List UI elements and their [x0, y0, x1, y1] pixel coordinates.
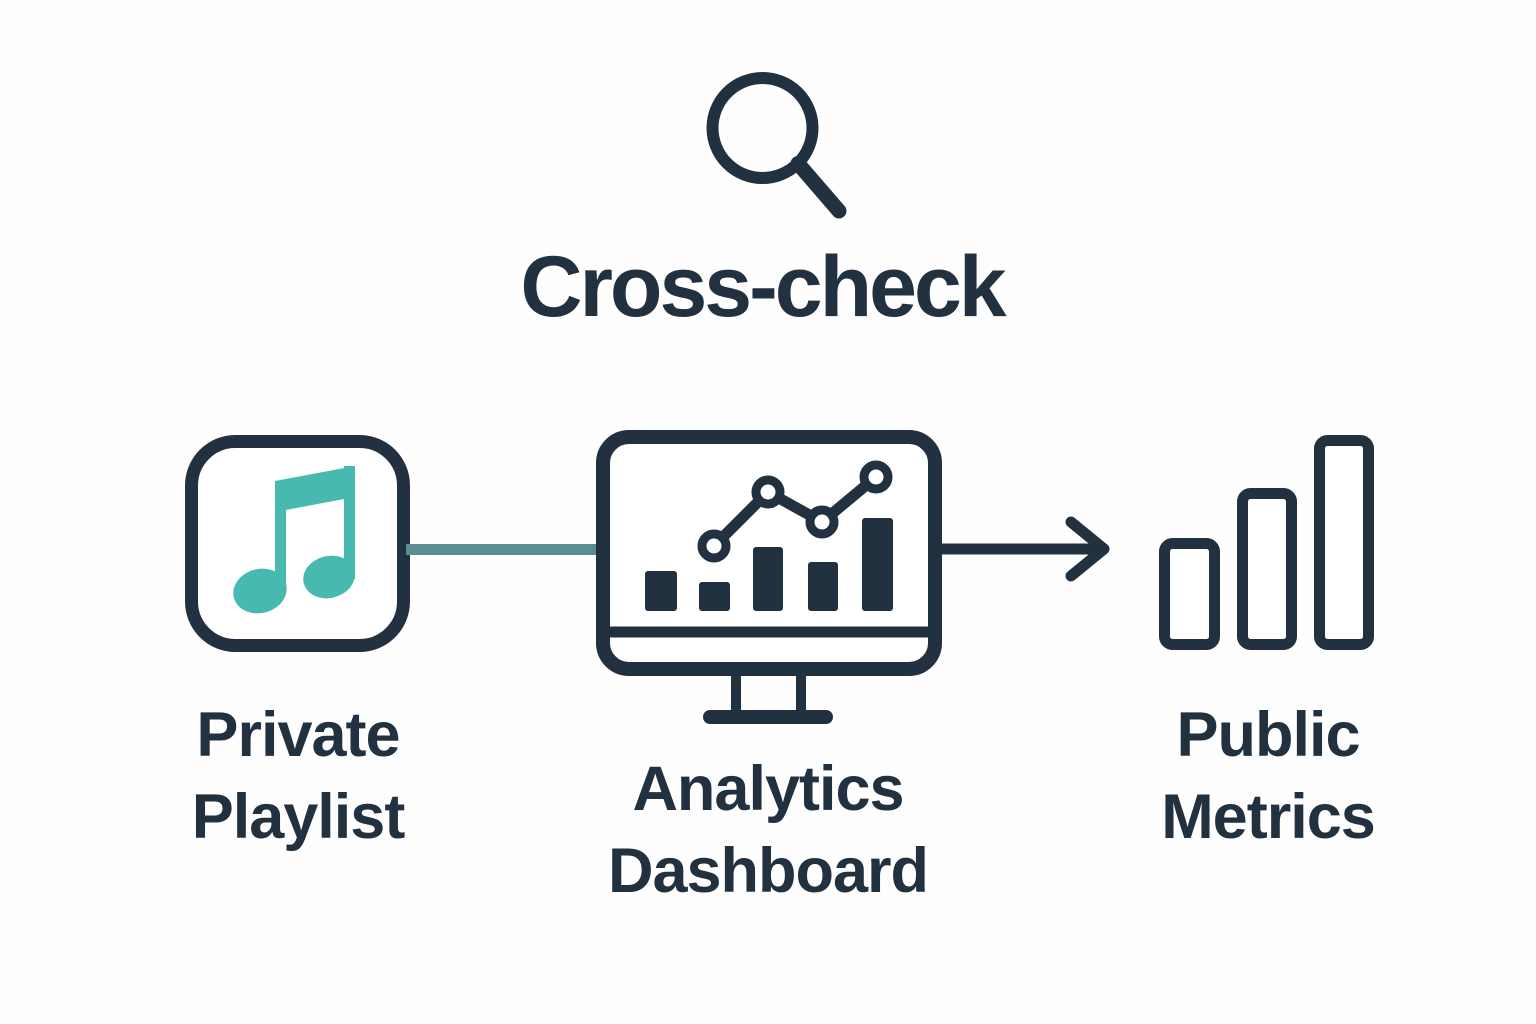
label-public-metrics: Public Metrics	[1068, 694, 1468, 858]
music-note-glyph	[233, 466, 355, 614]
screen-trend-line	[697, 460, 893, 563]
label-line: Private	[196, 700, 400, 770]
label-private-playlist: Private Playlist	[98, 694, 498, 858]
connector-playlist-to-dashboard	[406, 544, 598, 555]
label-line: Metrics	[1161, 782, 1376, 852]
diagram-title: Cross-check	[520, 239, 1006, 335]
label-line: Analytics	[632, 754, 904, 824]
label-line: Public	[1176, 700, 1360, 770]
label-analytics-dashboard: Analytics Dashboard	[568, 748, 968, 912]
screen-bars	[645, 518, 893, 611]
label-line: Dashboard	[607, 836, 929, 906]
monitor-chart-icon	[596, 430, 942, 724]
arrow-dashboard-to-metrics	[942, 516, 1110, 582]
magnifying-glass-icon	[706, 72, 847, 219]
music-note-icon	[185, 435, 410, 652]
label-line: Playlist	[191, 782, 406, 852]
bar-chart-icon	[1159, 435, 1374, 650]
